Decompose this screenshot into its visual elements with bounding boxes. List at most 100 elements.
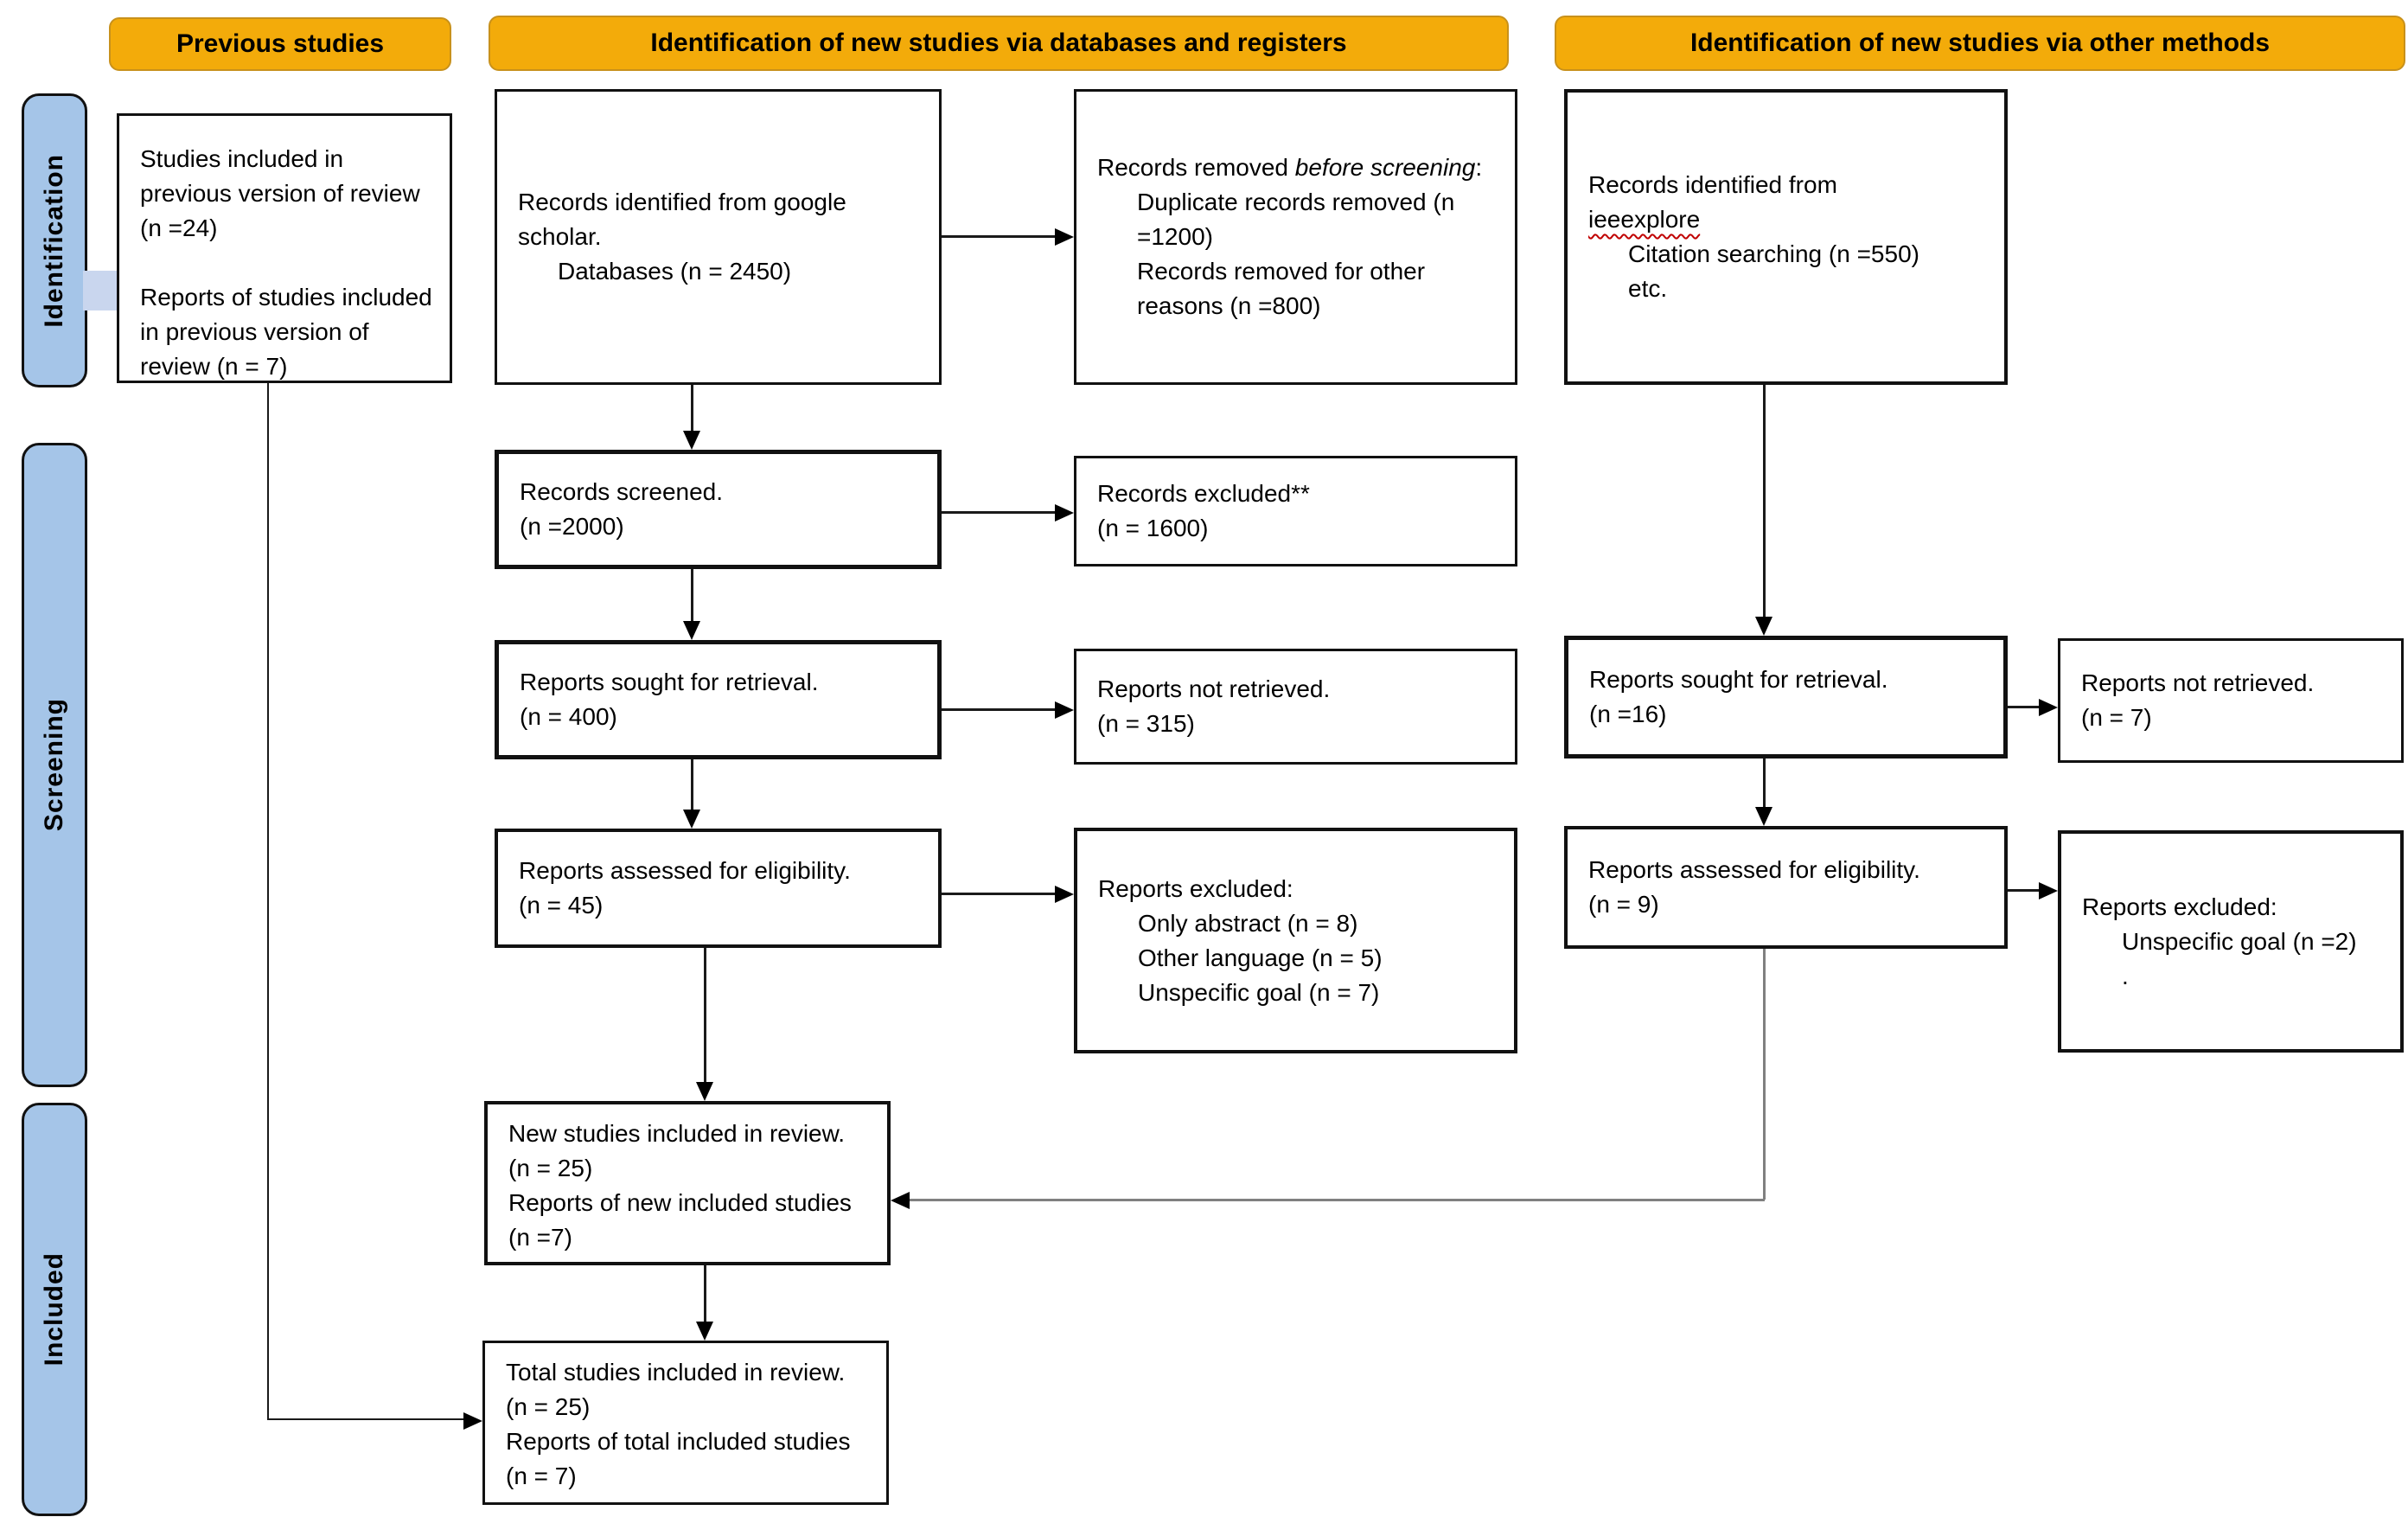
- new-included-line-2: (n = 25): [508, 1155, 593, 1181]
- db-removed-suffix: :: [1475, 154, 1483, 181]
- connector-other-to-new-head: [891, 1192, 910, 1209]
- db-removed-italic: before screening: [1294, 154, 1476, 181]
- arrow-assessed-to-new-included-line: [704, 948, 706, 1082]
- arrow-sought-to-not-retrieved-head: [1055, 701, 1074, 719]
- connector-previous-to-total-vertical: [267, 383, 269, 1419]
- other-identified-item-2: etc.: [1628, 275, 1668, 302]
- arrow-assessed-to-excluded-head: [1055, 886, 1074, 903]
- box-reports-excluded-databases: Reports excluded: Only abstract (n = 8) …: [1074, 828, 1517, 1053]
- db-identified-indent-1: Databases (n = 2450): [558, 258, 792, 285]
- previous-studies-line-2: Reports of studies included in previous …: [140, 284, 432, 380]
- stage-included-label: Included: [40, 1252, 68, 1367]
- db-not-retrieved-line-2: (n = 315): [1097, 710, 1195, 737]
- box-reports-assessed-other: Reports assessed for eligibility. (n = 9…: [1564, 826, 2008, 949]
- header-previous-studies: Previous studies: [109, 17, 451, 71]
- arrow-other-sought-to-assessed-head: [1755, 807, 1772, 826]
- arrow-sought-to-assessed-line: [691, 759, 693, 810]
- arrow-screened-to-excluded-line: [942, 511, 1055, 514]
- arrow-other-identified-to-sought-line: [1763, 385, 1766, 617]
- other-identified-misspelled-word: ieeexplore: [1588, 206, 1701, 233]
- arrow-other-sought-to-assessed-line: [1763, 758, 1766, 807]
- box-reports-sought-other: Reports sought for retrieval. (n =16): [1564, 636, 2008, 758]
- stage-screening: Screening: [22, 443, 87, 1087]
- db-not-retrieved-line-1: Reports not retrieved.: [1097, 675, 1331, 702]
- stage-included: Included: [22, 1103, 87, 1516]
- arrow-assessed-to-new-included-head: [696, 1082, 713, 1101]
- db-excluded-item-1: Only abstract (n = 8): [1138, 909, 1358, 937]
- connector-other-to-new-horizontal: [910, 1199, 1765, 1201]
- arrow-other-assessed-to-excluded-head: [2039, 882, 2058, 899]
- new-included-line-3: Reports of new included studies: [508, 1189, 852, 1216]
- arrow-sought-to-not-retrieved-line: [942, 708, 1055, 711]
- arrow-screened-to-excluded-head: [1055, 504, 1074, 522]
- total-included-line-2: (n = 25): [506, 1393, 591, 1420]
- db-excluded-heading: Reports excluded:: [1098, 874, 1293, 902]
- connector-other-to-new-vertical: [1763, 949, 1766, 1200]
- box-reports-sought-databases: Reports sought for retrieval. (n = 400): [495, 640, 942, 759]
- other-excluded-item-2: .: [2122, 962, 2129, 989]
- db-identified-line-1: Records identified from google scholar.: [518, 189, 846, 250]
- arrow-identified-to-screened-line: [691, 385, 693, 431]
- arrow-sought-to-assessed-head: [683, 810, 700, 829]
- db-excluded-item-3: Unspecific goal (n = 7): [1138, 978, 1380, 1006]
- other-identified-line-1: Records identified from: [1588, 171, 1837, 198]
- header-other-methods: Identification of new studies via other …: [1555, 16, 2405, 71]
- db-sought-line-1: Reports sought for retrieval.: [520, 669, 819, 695]
- db-excluded-item-2: Other language (n = 5): [1138, 944, 1383, 971]
- records-screened-line-2: (n =2000): [520, 513, 624, 540]
- arrow-other-assessed-to-excluded-line: [2008, 889, 2039, 892]
- arrow-identified-to-removed-line: [942, 235, 1055, 238]
- records-excluded-line-2: (n = 1600): [1097, 515, 1209, 541]
- arrow-identified-to-screened-head: [683, 431, 700, 450]
- other-identified-item-1: Citation searching (n =550): [1628, 240, 1919, 267]
- box-records-identified-databases: Records identified from google scholar. …: [495, 89, 942, 385]
- stage-screening-label: Screening: [40, 698, 68, 832]
- box-reports-not-retrieved-databases: Reports not retrieved. (n = 315): [1074, 649, 1517, 765]
- records-screened-line-1: Records screened.: [520, 478, 724, 505]
- records-excluded-line-1: Records excluded**: [1097, 480, 1310, 507]
- arrow-new-to-total-head: [696, 1322, 713, 1341]
- db-removed-heading: Records removed before screening:: [1097, 150, 1508, 185]
- total-included-line-1: Total studies included in review.: [506, 1359, 846, 1386]
- db-assessed-line-2: (n = 45): [519, 892, 604, 919]
- other-identified-source: ieeexplore: [1588, 202, 1997, 237]
- arrow-other-identified-to-sought-head: [1755, 617, 1772, 636]
- db-removed-prefix: Records removed: [1097, 154, 1295, 181]
- stage-identification-label: Identification: [40, 153, 68, 328]
- arrow-screened-to-sought-line: [691, 569, 693, 621]
- selection-highlight-artifact: [83, 271, 118, 310]
- db-removed-item-2: Records removed for other reasons (n =80…: [1137, 258, 1426, 319]
- box-reports-not-retrieved-other: Reports not retrieved. (n = 7): [2058, 638, 2404, 763]
- other-not-retrieved-line-1: Reports not retrieved.: [2081, 669, 2315, 696]
- box-records-excluded: Records excluded** (n = 1600): [1074, 456, 1517, 566]
- total-included-line-3: Reports of total included studies: [506, 1428, 851, 1455]
- arrow-other-sought-to-not-retrieved-line: [2008, 706, 2039, 708]
- connector-previous-to-total-horizontal: [267, 1418, 463, 1420]
- total-included-line-4: (n = 7): [506, 1463, 577, 1489]
- arrow-assessed-to-excluded-line: [942, 893, 1055, 895]
- box-total-studies-included: Total studies included in review. (n = 2…: [482, 1341, 889, 1505]
- header-databases-registers-label: Identification of new studies via databa…: [650, 29, 1347, 57]
- db-assessed-line-1: Reports assessed for eligibility.: [519, 857, 851, 884]
- arrow-identified-to-removed-head: [1055, 228, 1074, 246]
- box-records-identified-other: Records identified from ieeexplore Citat…: [1564, 89, 2008, 385]
- header-other-methods-label: Identification of new studies via other …: [1689, 29, 2271, 57]
- other-sought-line-2: (n =16): [1589, 701, 1667, 727]
- connector-previous-to-total-head: [463, 1412, 482, 1430]
- other-excluded-heading: Reports excluded:: [2082, 893, 2277, 920]
- other-sought-line-1: Reports sought for retrieval.: [1589, 666, 1888, 693]
- arrow-other-sought-to-not-retrieved-head: [2039, 699, 2058, 716]
- box-previous-studies: Studies included in previous version of …: [117, 113, 452, 383]
- stage-identification: Identification: [22, 93, 87, 387]
- other-assessed-line-2: (n = 9): [1588, 891, 1659, 918]
- box-new-studies-included: New studies included in review. (n = 25)…: [484, 1101, 891, 1265]
- header-databases-registers: Identification of new studies via databa…: [489, 16, 1509, 71]
- new-included-line-4: (n =7): [508, 1224, 572, 1251]
- header-previous-studies-label: Previous studies: [176, 29, 385, 58]
- arrow-new-to-total-line: [704, 1265, 706, 1322]
- other-not-retrieved-line-2: (n = 7): [2081, 704, 2152, 731]
- other-assessed-line-1: Reports assessed for eligibility.: [1588, 856, 1920, 883]
- db-removed-item-1: Duplicate records removed (n =1200): [1137, 189, 1455, 250]
- arrow-screened-to-sought-head: [683, 621, 700, 640]
